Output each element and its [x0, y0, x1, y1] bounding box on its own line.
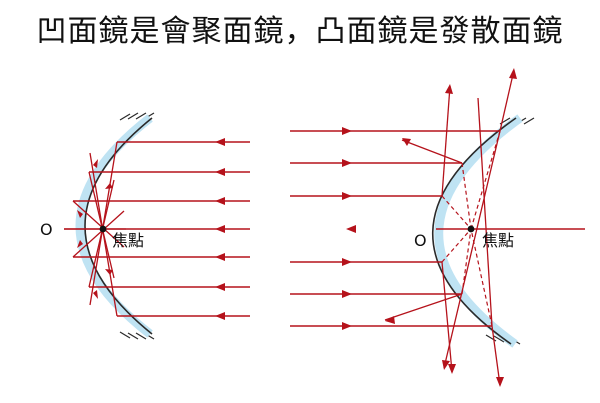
concave-mirror-surface — [84, 117, 153, 335]
convex-virtual-rays — [441, 130, 501, 327]
concave-reflected-rays — [64, 141, 126, 317]
concave-mirror-hatching — [119, 112, 155, 340]
concave-focus-point — [99, 225, 107, 233]
convex-incoming-rays — [290, 130, 585, 327]
convex-focus-point — [467, 225, 475, 233]
convex-incoming-arrowheads — [342, 127, 356, 330]
convex-focus-label: 焦點 — [482, 231, 514, 250]
convex-mirror-glass — [434, 114, 523, 348]
concave-mirror — [75, 112, 155, 340]
convex-reflected-arrowheads — [385, 68, 517, 387]
diagram-title: 凹面鏡是會聚面鏡，凸面鏡是發散面鏡 — [36, 14, 564, 49]
convex-mirror-surface — [432, 117, 517, 345]
convex-origin-label: O — [414, 231, 427, 250]
concave-focus-label: 焦點 — [112, 231, 144, 250]
concave-incoming-arrowheads — [215, 138, 225, 320]
concave-reflected-arrowheads — [77, 159, 113, 299]
convex-reflected-rays — [384, 69, 515, 386]
convex-mirror — [432, 114, 535, 348]
concave-mirror-glass — [75, 114, 153, 338]
concave-origin-label: O — [40, 220, 53, 239]
